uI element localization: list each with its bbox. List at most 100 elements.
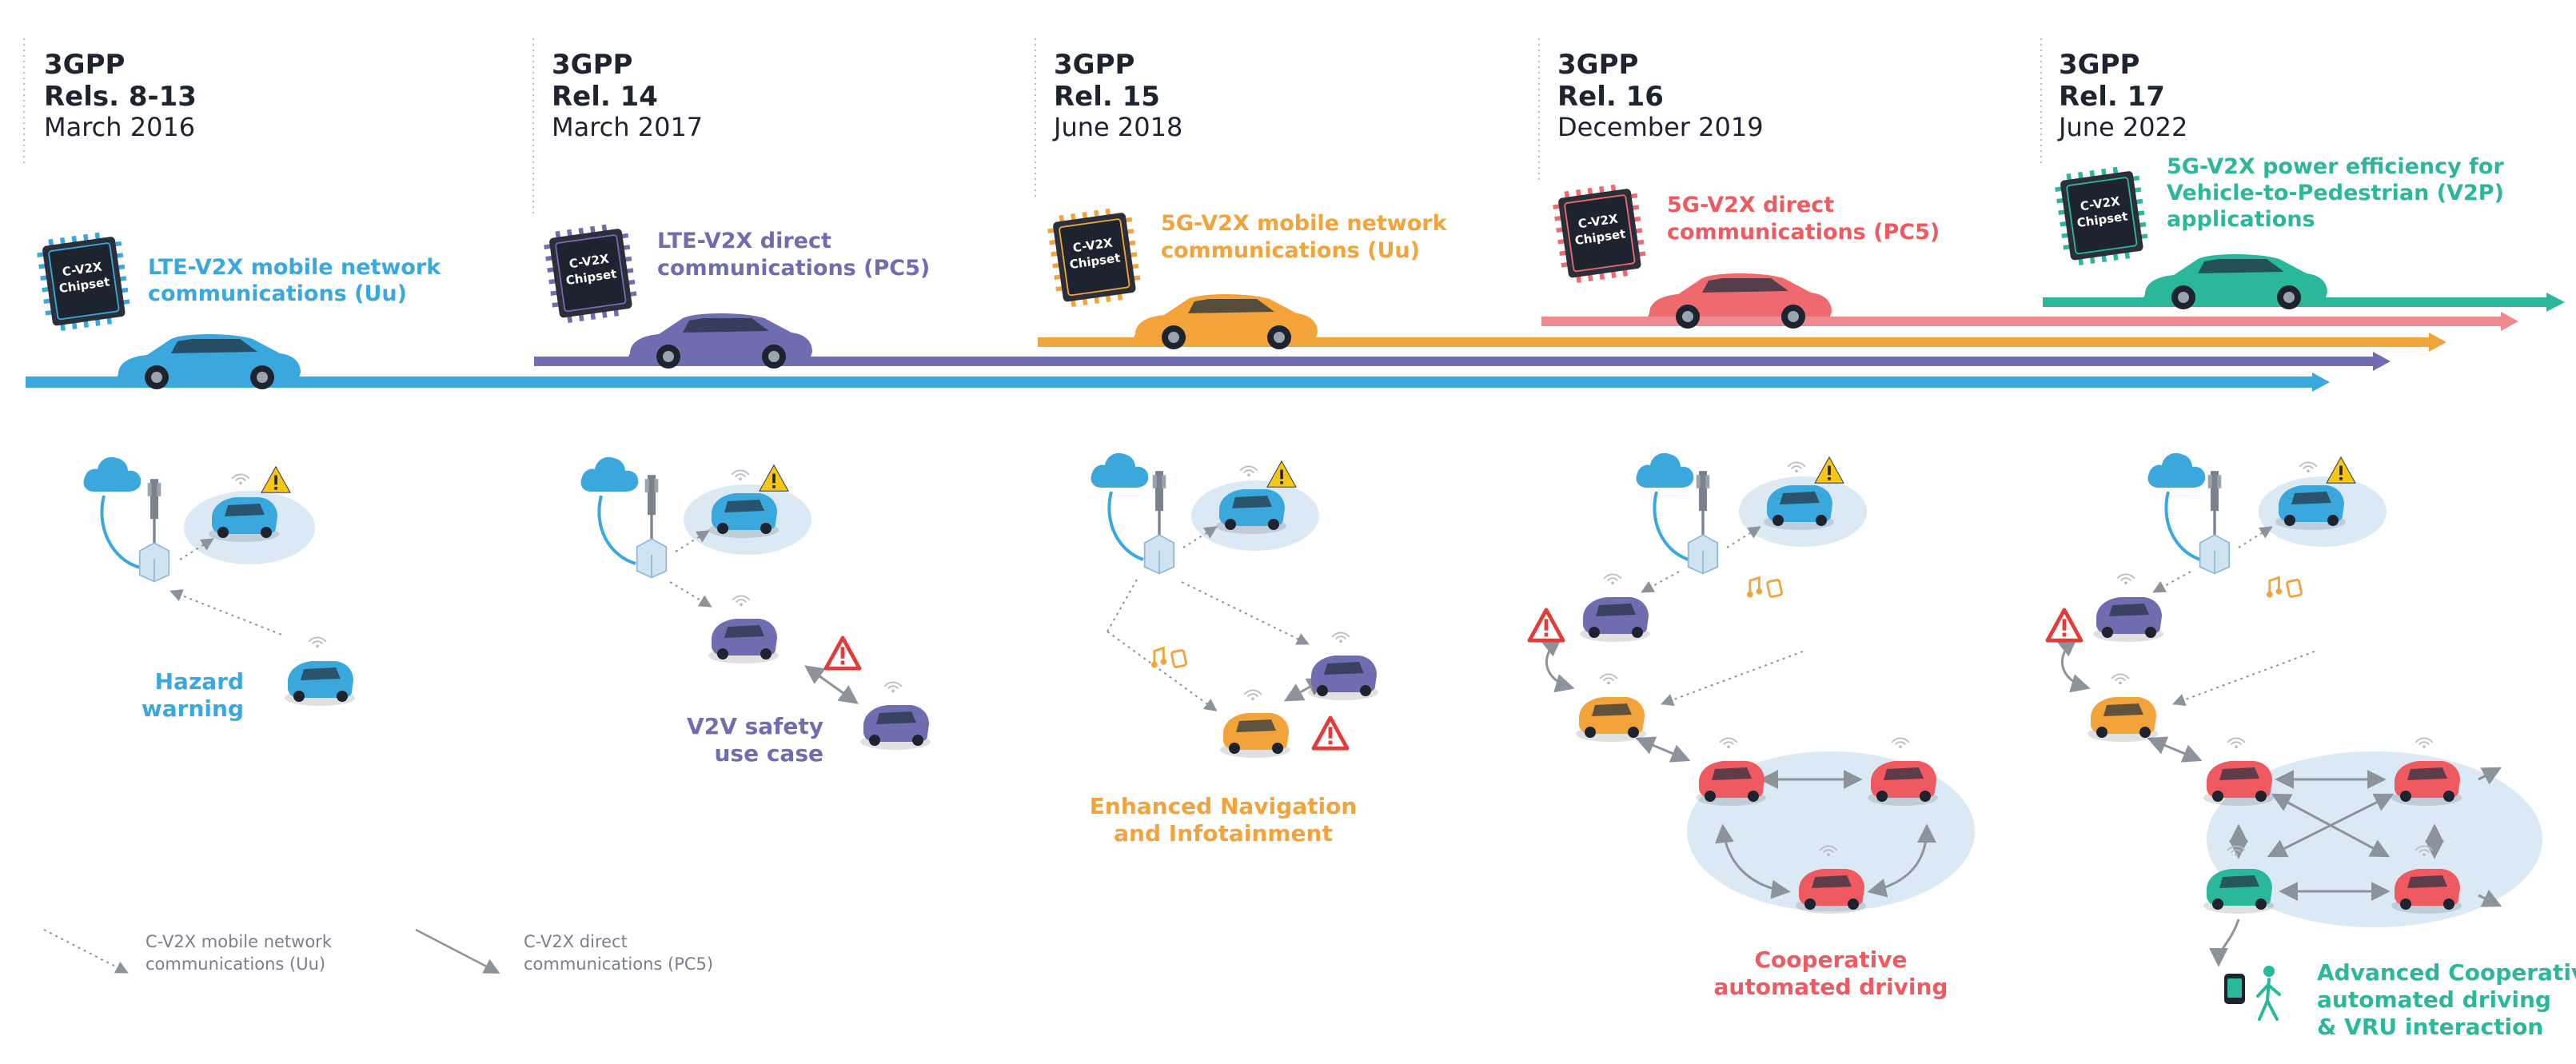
feature-line: communications (PC5) bbox=[657, 256, 930, 281]
use-case-hazard-warning: Hazard warning bbox=[83, 456, 355, 722]
feature-line: 5G-V2X direct bbox=[1667, 193, 1834, 217]
use-case-label: Hazard bbox=[155, 668, 244, 695]
release-date: June 2018 bbox=[1052, 112, 1182, 142]
music-note-icon bbox=[1151, 647, 1188, 669]
pc5-link bbox=[2478, 889, 2502, 907]
feature-line: applications bbox=[2167, 207, 2315, 232]
release-number: Rel. 16 bbox=[1557, 81, 1664, 113]
warning-icon bbox=[261, 466, 291, 493]
uu-link bbox=[1181, 581, 1310, 645]
uu-link bbox=[1107, 579, 1138, 632]
feature-line: communications (PC5) bbox=[1667, 220, 1940, 245]
pc5-link bbox=[1635, 736, 1691, 763]
release-header-4: 3GPP Rel. 16 December 2019 bbox=[1557, 49, 1764, 142]
chip-rel16: C-V2X Chipset bbox=[1550, 181, 1649, 286]
feature-label-rel14: LTE-V2X direct communications (PC5) bbox=[657, 229, 930, 281]
legend-pc5-swatch bbox=[415, 928, 500, 974]
feature-line: communications (Uu) bbox=[148, 281, 407, 306]
release-org: 3GPP bbox=[44, 49, 125, 81]
car-icon bbox=[2088, 697, 2158, 742]
car-icon bbox=[1796, 869, 1866, 914]
car-icon bbox=[2275, 485, 2346, 530]
chip-rel15: C-V2X Chipset bbox=[1045, 205, 1144, 310]
release-date: March 2016 bbox=[44, 112, 195, 142]
car-icon bbox=[2203, 869, 2274, 914]
car-icon bbox=[860, 705, 931, 750]
feature-label-rel15: 5G-V2X mobile network communications (Uu… bbox=[1161, 211, 1448, 263]
alert-icon bbox=[2048, 610, 2081, 640]
use-case-enhanced-navigation: Enhanced Navigation and Infotainment bbox=[1090, 452, 1378, 847]
signal-icon bbox=[732, 595, 751, 606]
pc5-link bbox=[2056, 636, 2091, 693]
release-number: Rel. 17 bbox=[2059, 81, 2165, 113]
timeline-bar-rel15 bbox=[1038, 337, 2429, 347]
alert-icon bbox=[1529, 610, 1563, 640]
legend: C-V2X mobile network communications (Uu)… bbox=[43, 928, 713, 974]
uu-link bbox=[2172, 651, 2315, 707]
signal-icon bbox=[731, 469, 750, 480]
uu-link bbox=[1107, 631, 1218, 711]
release-org: 3GPP bbox=[2059, 49, 2139, 81]
release-header-1: 3GPP Rels. 8-13 March 2016 bbox=[44, 49, 197, 142]
release-org: 3GPP bbox=[1054, 49, 1134, 81]
warning-icon bbox=[1814, 456, 1844, 484]
legend-pc5-label: C-V2X direct bbox=[524, 932, 628, 951]
alert-icon bbox=[1314, 718, 1347, 748]
feature-label-rel17: 5G-V2X power efficiency for Vehicle-to-P… bbox=[2167, 154, 2504, 232]
car-icon bbox=[1868, 761, 1938, 806]
car-icon bbox=[1308, 656, 1378, 700]
chip-rel17: C-V2X Chipset bbox=[2052, 163, 2151, 269]
release-date: June 2022 bbox=[2057, 112, 2187, 142]
cloud-icon bbox=[83, 456, 142, 492]
release-header-5: 3GPP Rel. 17 June 2022 bbox=[2057, 49, 2187, 142]
cell-tower-icon bbox=[2198, 469, 2231, 576]
use-case-label: Cooperative bbox=[1755, 946, 1908, 973]
legend-pc5-label: communications (PC5) bbox=[524, 954, 713, 974]
signal-icon bbox=[1603, 573, 1622, 584]
pc5-link bbox=[2209, 919, 2240, 967]
cell-tower-icon bbox=[1142, 469, 1176, 576]
uu-link bbox=[1641, 571, 1680, 593]
car-icon bbox=[2203, 761, 2274, 806]
release-date: March 2017 bbox=[552, 112, 703, 142]
feature-label-rel13: LTE-V2X mobile network communications (U… bbox=[148, 255, 441, 306]
use-case-label: Enhanced Navigation bbox=[1090, 793, 1357, 819]
cell-tower-icon bbox=[1686, 469, 1720, 576]
signal-icon bbox=[2116, 573, 2135, 584]
signal-icon bbox=[1331, 632, 1350, 643]
signal-icon bbox=[308, 636, 327, 648]
release-header-3: 3GPP Rel. 15 June 2018 bbox=[1052, 49, 1182, 142]
music-note-icon bbox=[2267, 576, 2303, 599]
car-icon bbox=[285, 661, 355, 706]
use-case-label: V2V safety bbox=[687, 713, 823, 739]
signal-icon bbox=[883, 681, 903, 692]
cloud-icon bbox=[1636, 452, 1694, 488]
signal-icon bbox=[2111, 673, 2130, 684]
feature-line: Vehicle-to-Pedestrian (V2P) bbox=[2167, 181, 2504, 205]
signal-icon bbox=[231, 473, 250, 484]
signal-icon bbox=[2415, 737, 2434, 748]
timeline-arrow-rel16 bbox=[2501, 312, 2518, 331]
car-icon bbox=[2093, 597, 2163, 642]
cloud-icon bbox=[2147, 452, 2206, 488]
cell-tower-icon bbox=[635, 473, 668, 580]
use-case-label: automated driving bbox=[1714, 974, 1948, 1000]
warning-icon bbox=[759, 464, 789, 492]
cloud-link bbox=[1107, 491, 1144, 561]
cloud-link bbox=[597, 495, 636, 565]
legend-uu-label: communications (Uu) bbox=[146, 954, 325, 974]
use-case-label: & VRU interaction bbox=[2317, 1014, 2543, 1040]
uu-link bbox=[669, 581, 712, 608]
car-icon bbox=[1220, 713, 1290, 758]
warning-icon bbox=[1266, 460, 1297, 488]
phone-icon bbox=[2224, 974, 2245, 1004]
timeline-bar-rel14 bbox=[534, 357, 2373, 366]
signal-icon bbox=[1599, 673, 1618, 684]
uu-link bbox=[1661, 651, 1804, 707]
release-org: 3GPP bbox=[552, 49, 632, 81]
signal-icon bbox=[1787, 461, 1806, 472]
use-case-label: and Infotainment bbox=[1114, 820, 1333, 847]
use-case-label: Advanced Cooperative bbox=[2317, 959, 2576, 986]
use-case-v2v-safety: V2V safety use case bbox=[580, 456, 931, 767]
